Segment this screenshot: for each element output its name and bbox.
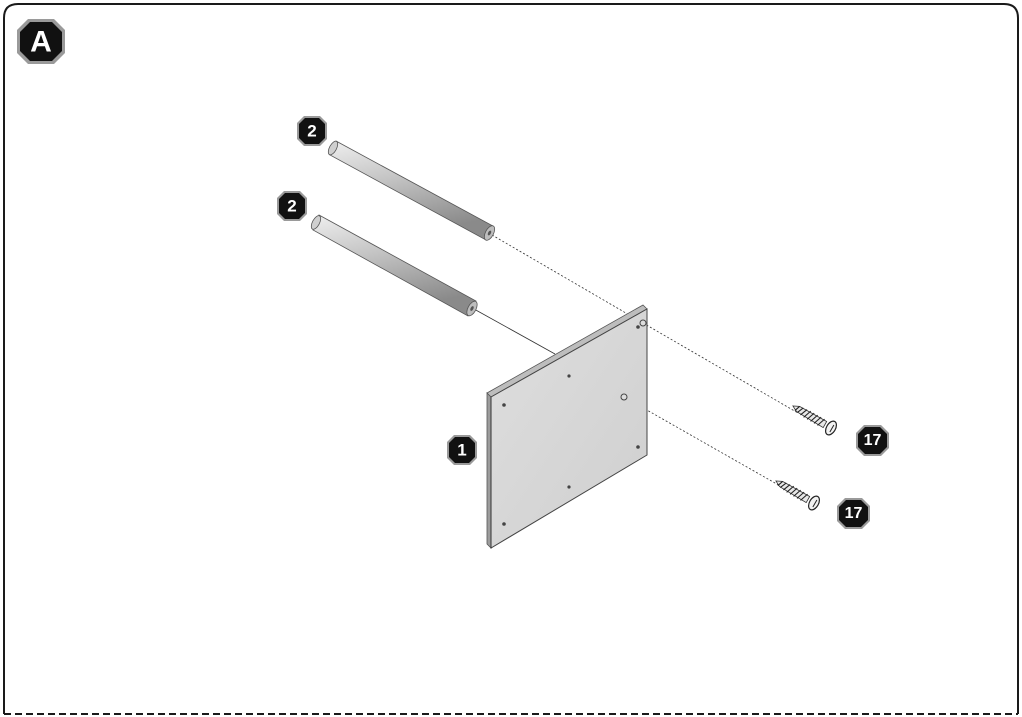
part-number-screw-upper: 17 <box>864 432 882 449</box>
part-badge-screw-lower: 17 <box>837 498 870 529</box>
step-letter: A <box>30 26 52 59</box>
part-badge-rod-lower: 2 <box>277 191 307 221</box>
step-frame <box>3 3 1019 715</box>
part-badge-screw-upper: 17 <box>856 425 889 456</box>
alignment-guides <box>473 234 799 488</box>
step-badge: A <box>17 19 65 64</box>
rod-upper <box>327 140 496 241</box>
part-number-panel: 1 <box>457 441 466 460</box>
part-number-rod-lower: 2 <box>287 197 296 216</box>
part-badge-panel: 1 <box>447 435 477 465</box>
screw-upper <box>792 405 838 436</box>
part-number-rod-upper: 2 <box>307 122 316 141</box>
rod-lower <box>310 214 478 317</box>
screw-lower <box>775 480 821 511</box>
panel <box>486 304 648 549</box>
part-badge-rod-upper: 2 <box>297 116 327 146</box>
part-number-screw-lower: 17 <box>845 505 863 522</box>
